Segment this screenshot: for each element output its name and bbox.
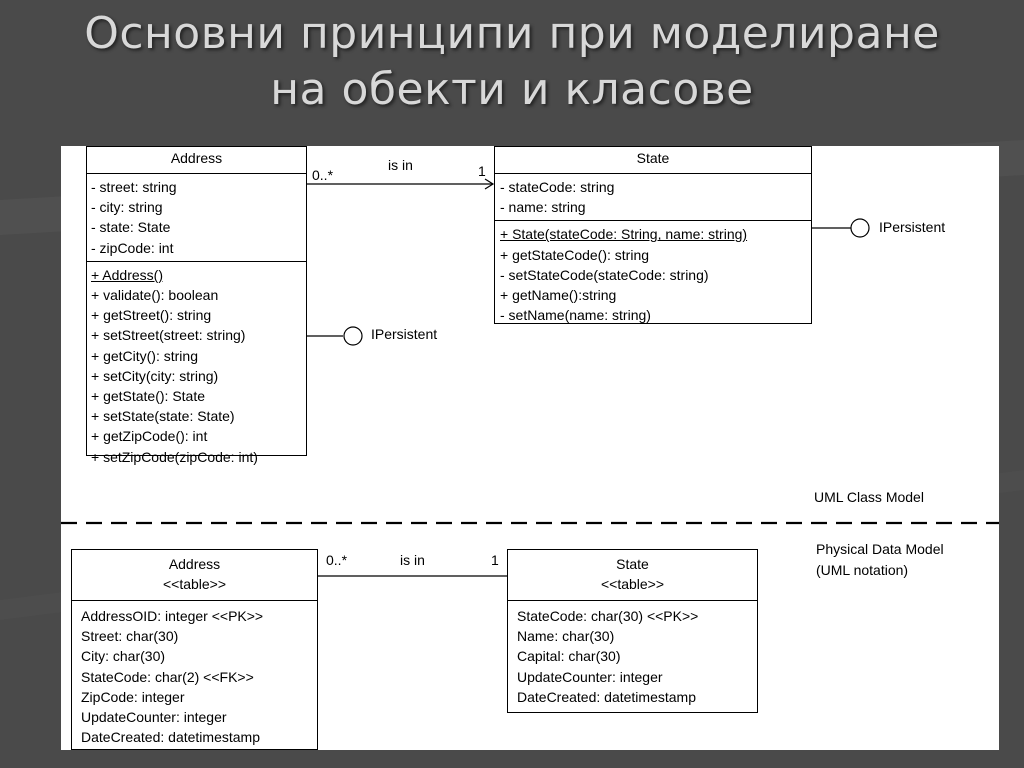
class-assoc-source-multiplicity: 0..* xyxy=(312,167,334,183)
state-attrs-line: - stateCode: string xyxy=(500,179,615,195)
addr-cols-line: StateCode: char(2) <<FK>> xyxy=(81,668,254,685)
data-model-caption-line-2: (UML notation) xyxy=(816,562,909,578)
addr-attrs-line: - city: string xyxy=(91,199,163,216)
state-cols-line: StateCode: char(30) <<PK>> xyxy=(517,608,699,624)
data-model-caption-line-1: Physical Data Model xyxy=(816,541,944,557)
addr-ops-line: + setState(state: State) xyxy=(91,408,235,425)
state-ops-line: + getStateCode(): string xyxy=(500,246,650,263)
state-table-name: State xyxy=(616,556,649,572)
addr-ops-line: + getZipCode(): int xyxy=(91,428,208,445)
state-cols-line: DateCreated: datetimestamp xyxy=(517,688,696,705)
class-model-caption: UML Class Model xyxy=(814,489,924,505)
addr-ops-line: + validate(): boolean xyxy=(91,287,219,304)
address-interface-circle xyxy=(343,326,363,346)
state-class-operations: + State(stateCode: String, name: string)… xyxy=(495,220,811,328)
state-interface-label: IPersistent xyxy=(879,219,946,235)
state-cols-line: UpdateCounter: integer xyxy=(517,668,663,685)
address-class-attributes: - street: string - city: string - state: S… xyxy=(87,173,306,261)
addr-cols-line: Street: char(30) xyxy=(81,628,179,645)
addr-cols-line: UpdateCounter: integer xyxy=(81,709,227,726)
addr-ops-line: + getStreet(): string xyxy=(91,307,212,324)
address-table-header: Address <<table>> xyxy=(72,550,317,600)
class-assoc-label: is in xyxy=(388,157,413,173)
address-table-stereotype: <<table>> xyxy=(162,576,227,592)
address-table-name: Address xyxy=(168,556,221,572)
addr-cols-line: DateCreated: datetimestamp xyxy=(81,729,260,746)
slide-title-line-1: Основни принципи при моделиране xyxy=(84,8,940,59)
state-attrs-line: - name: string xyxy=(500,199,586,216)
addr-ops-line: + Address() xyxy=(91,266,163,283)
address-class-operations: + Address() + validate(): boolean + getStr… xyxy=(87,260,306,470)
state-table-stereotype: <<table>> xyxy=(600,576,665,592)
connector-lines xyxy=(61,178,999,577)
state-table-columns: StateCode: char(30) <<PK>> Name: char(30)… xyxy=(508,600,757,707)
slide-title-line-2: на обекти и класове xyxy=(270,64,754,115)
addr-cols-line: ZipCode: integer xyxy=(81,688,185,705)
addr-ops-line: + getState(): State xyxy=(91,388,206,405)
addr-ops-line: + setCity(city: string) xyxy=(91,367,219,384)
addr-cols-line: AddressOID: integer <<PK>> xyxy=(81,608,264,624)
table-assoc-source-multiplicity: 0..* xyxy=(326,552,348,568)
class-assoc-target-multiplicity: 1 xyxy=(478,163,486,179)
address-class-name: Address xyxy=(170,150,223,166)
state-ops-line: + getName():string xyxy=(500,287,617,304)
addr-cols-line: City: char(30) xyxy=(81,648,166,665)
state-class-name: State xyxy=(636,150,670,166)
state-table-box: State <<table>> StateCode: char(30) <<PK… xyxy=(507,549,758,713)
state-class-attributes: - stateCode: string - name: string xyxy=(495,173,811,220)
state-cols-line: Name: char(30) xyxy=(517,628,615,645)
address-class-box: Address - street: string- city: string- … xyxy=(86,146,307,465)
state-interface-circle xyxy=(850,218,870,238)
state-ops-line: + State(stateCode: String, name: string) xyxy=(500,226,748,243)
addr-ops-line: + setStreet(street: string) xyxy=(91,327,246,344)
slide-title: Основни принципи при моделиране на обект… xyxy=(0,6,1024,118)
address-table-box: Address <<table>> AddressOID: integer <<… xyxy=(71,549,318,750)
state-table-header: State <<table>> xyxy=(508,550,757,600)
addr-ops-line: + setZipCode(zipCode: int) xyxy=(91,448,258,465)
addr-attrs-line: - street: string xyxy=(91,179,177,195)
state-ops-line: - setName(name: string) xyxy=(500,307,651,324)
table-assoc-target-multiplicity: 1 xyxy=(491,552,499,568)
state-ops-line: - setStateCode(stateCode: string) xyxy=(500,266,709,283)
addr-attrs-line: - zipCode: int xyxy=(91,239,174,256)
state-cols-line: Capital: char(30) xyxy=(517,648,621,665)
table-assoc-label: is in xyxy=(400,552,425,568)
association-arrowhead xyxy=(484,178,495,190)
addr-ops-line: + getCity(): string xyxy=(91,347,198,364)
state-class-box: State - stateCode: string- name: string … xyxy=(494,146,812,324)
diagram-canvas: Address - street: string- city: string- … xyxy=(61,146,999,750)
addr-attrs-line: - state: State xyxy=(91,219,171,236)
address-table-columns: AddressOID: integer <<PK>> Street: char(3… xyxy=(72,600,317,747)
address-interface-label: IPersistent xyxy=(371,326,438,342)
